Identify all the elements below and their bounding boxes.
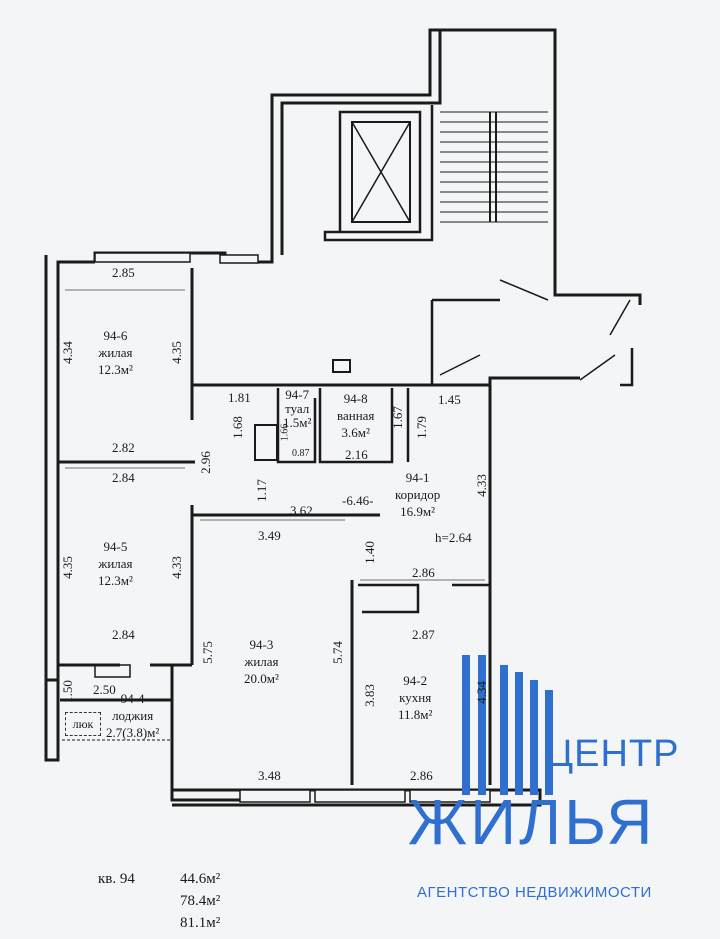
brand-line2: ЖИЛЬЯ (408, 786, 656, 858)
area-total-2: 78.4м² (180, 893, 221, 909)
dim-label: 0.87 (292, 448, 310, 459)
room-id: 94-1 (405, 470, 430, 485)
dim-label: 5.75 (199, 641, 215, 664)
room-94-5: 94-5 жилая 12.3м² (98, 538, 133, 589)
dim-label: 4.34 (473, 681, 489, 704)
room-area: 12.3м² (98, 362, 133, 377)
dim-label: 2.50 (93, 682, 116, 697)
bath-fixture (254, 424, 278, 461)
dim-label: 2.86 (410, 768, 433, 783)
room-94-7: 94-7 туал 1.5м² (283, 388, 311, 430)
dim-label: 1.17 (253, 479, 269, 502)
room-name: коридор (395, 487, 441, 502)
dim-label: 2.96 (197, 451, 213, 474)
brand-line1: ЦЕНТР (545, 733, 680, 775)
room-94-6: 94-6 жилая 12.3м² (98, 327, 133, 378)
room-area: 20.0м² (244, 671, 279, 686)
elevator-cross (351, 121, 411, 223)
dim-label: 3.48 (258, 768, 281, 783)
room-id: 94-2 (403, 673, 428, 688)
room-id: 94-4 (120, 691, 145, 706)
stair-wall (440, 28, 642, 305)
dim-label: 4.33 (168, 556, 184, 579)
dim-label: 4.34 (59, 341, 75, 364)
window (239, 789, 311, 803)
dim-label: 3.83 (361, 684, 377, 707)
north-wall (93, 28, 442, 264)
dim-label: 2.84 (112, 470, 135, 485)
wall-corridor-north (192, 376, 580, 387)
corridor-level: -6.46- (342, 493, 374, 508)
dim-label: 2.84 (112, 627, 135, 642)
dim-label: 1.81 (228, 390, 251, 405)
window (314, 789, 406, 803)
window (219, 254, 259, 264)
dim-label: 3.49 (258, 528, 281, 543)
entry-wall (430, 298, 500, 385)
room-area: 16.9м² (400, 504, 436, 519)
room-name: ванная (337, 408, 375, 423)
dim-label: 1.45 (438, 392, 461, 407)
dim-label: 4.33 (473, 474, 489, 497)
logo-building (462, 655, 553, 795)
stair-wall (323, 105, 434, 242)
dim-label: 3.62 (290, 503, 313, 518)
room-name: кухня (399, 690, 432, 705)
vent-block (332, 359, 351, 373)
dim-label: 1.79 (413, 416, 429, 439)
room-name: лоджия (112, 708, 154, 723)
dim-label: 4.35 (168, 341, 184, 364)
room-id: 94-6 (103, 328, 128, 343)
room-id: 94-5 (103, 539, 128, 554)
room-area: 12.3м² (98, 573, 133, 588)
loggia-wall (46, 665, 240, 802)
dim-label: 2.85 (112, 265, 135, 280)
wall-kitchen-north (358, 583, 420, 614)
room-name: туал (285, 401, 310, 416)
balcony-door (94, 664, 131, 678)
room-name: жилая (244, 654, 279, 669)
room-id: 94-8 (343, 391, 368, 406)
hatch-label: люк (65, 712, 101, 736)
dim-label: 2.82 (112, 440, 135, 455)
area-total-1: 44.6м² (180, 871, 221, 887)
area-total-3: 81.1м² (180, 915, 221, 931)
stair-steps (440, 111, 548, 223)
room-name: жилая (98, 556, 133, 571)
room-94-8: 94-8 ванная 3.6м² (337, 390, 374, 441)
stub-wall (620, 348, 634, 387)
dim-label: 1.68 (229, 416, 245, 439)
room-94-2: 94-2 кухня 11.8м² (398, 672, 432, 723)
apartment-label: кв. 94 (98, 871, 135, 887)
room-id: 94-3 (249, 637, 274, 652)
dim-label: 1.50 (59, 680, 75, 703)
brand-tagline: АГЕНТСТВО НЕДВИЖИМОСТИ (414, 884, 655, 901)
dim-label: 4.35 (59, 556, 75, 579)
door-swing (439, 279, 631, 381)
dim-label: 1.67 (389, 406, 405, 429)
dimension-lines (65, 289, 485, 581)
room-94-3: 94-3 жилая 20.0м² (244, 636, 279, 687)
dim-label: 2.86 (412, 565, 435, 580)
dim-label: 2.87 (412, 627, 435, 642)
dim-label: 2.16 (345, 447, 368, 462)
room-area: 2.7(3.8)м² (106, 725, 160, 740)
room-area: 1.5м² (283, 415, 312, 430)
room-94-1: 94-1 коридор 16.9м² (395, 469, 440, 520)
dim-label: 1.40 (361, 541, 377, 564)
dim-label: 5.74 (329, 641, 345, 664)
room-name: жилая (98, 345, 133, 360)
window (94, 252, 191, 263)
room-id: 94-7 (285, 387, 310, 402)
room-area: 3.6м² (341, 425, 370, 440)
elevator-shaft (351, 121, 411, 223)
room-94-4: 94-4 лоджия 2.7(3.8)м² (106, 690, 159, 741)
room-area: 11.8м² (398, 707, 433, 722)
ceiling-height: h=2.64 (435, 530, 472, 545)
